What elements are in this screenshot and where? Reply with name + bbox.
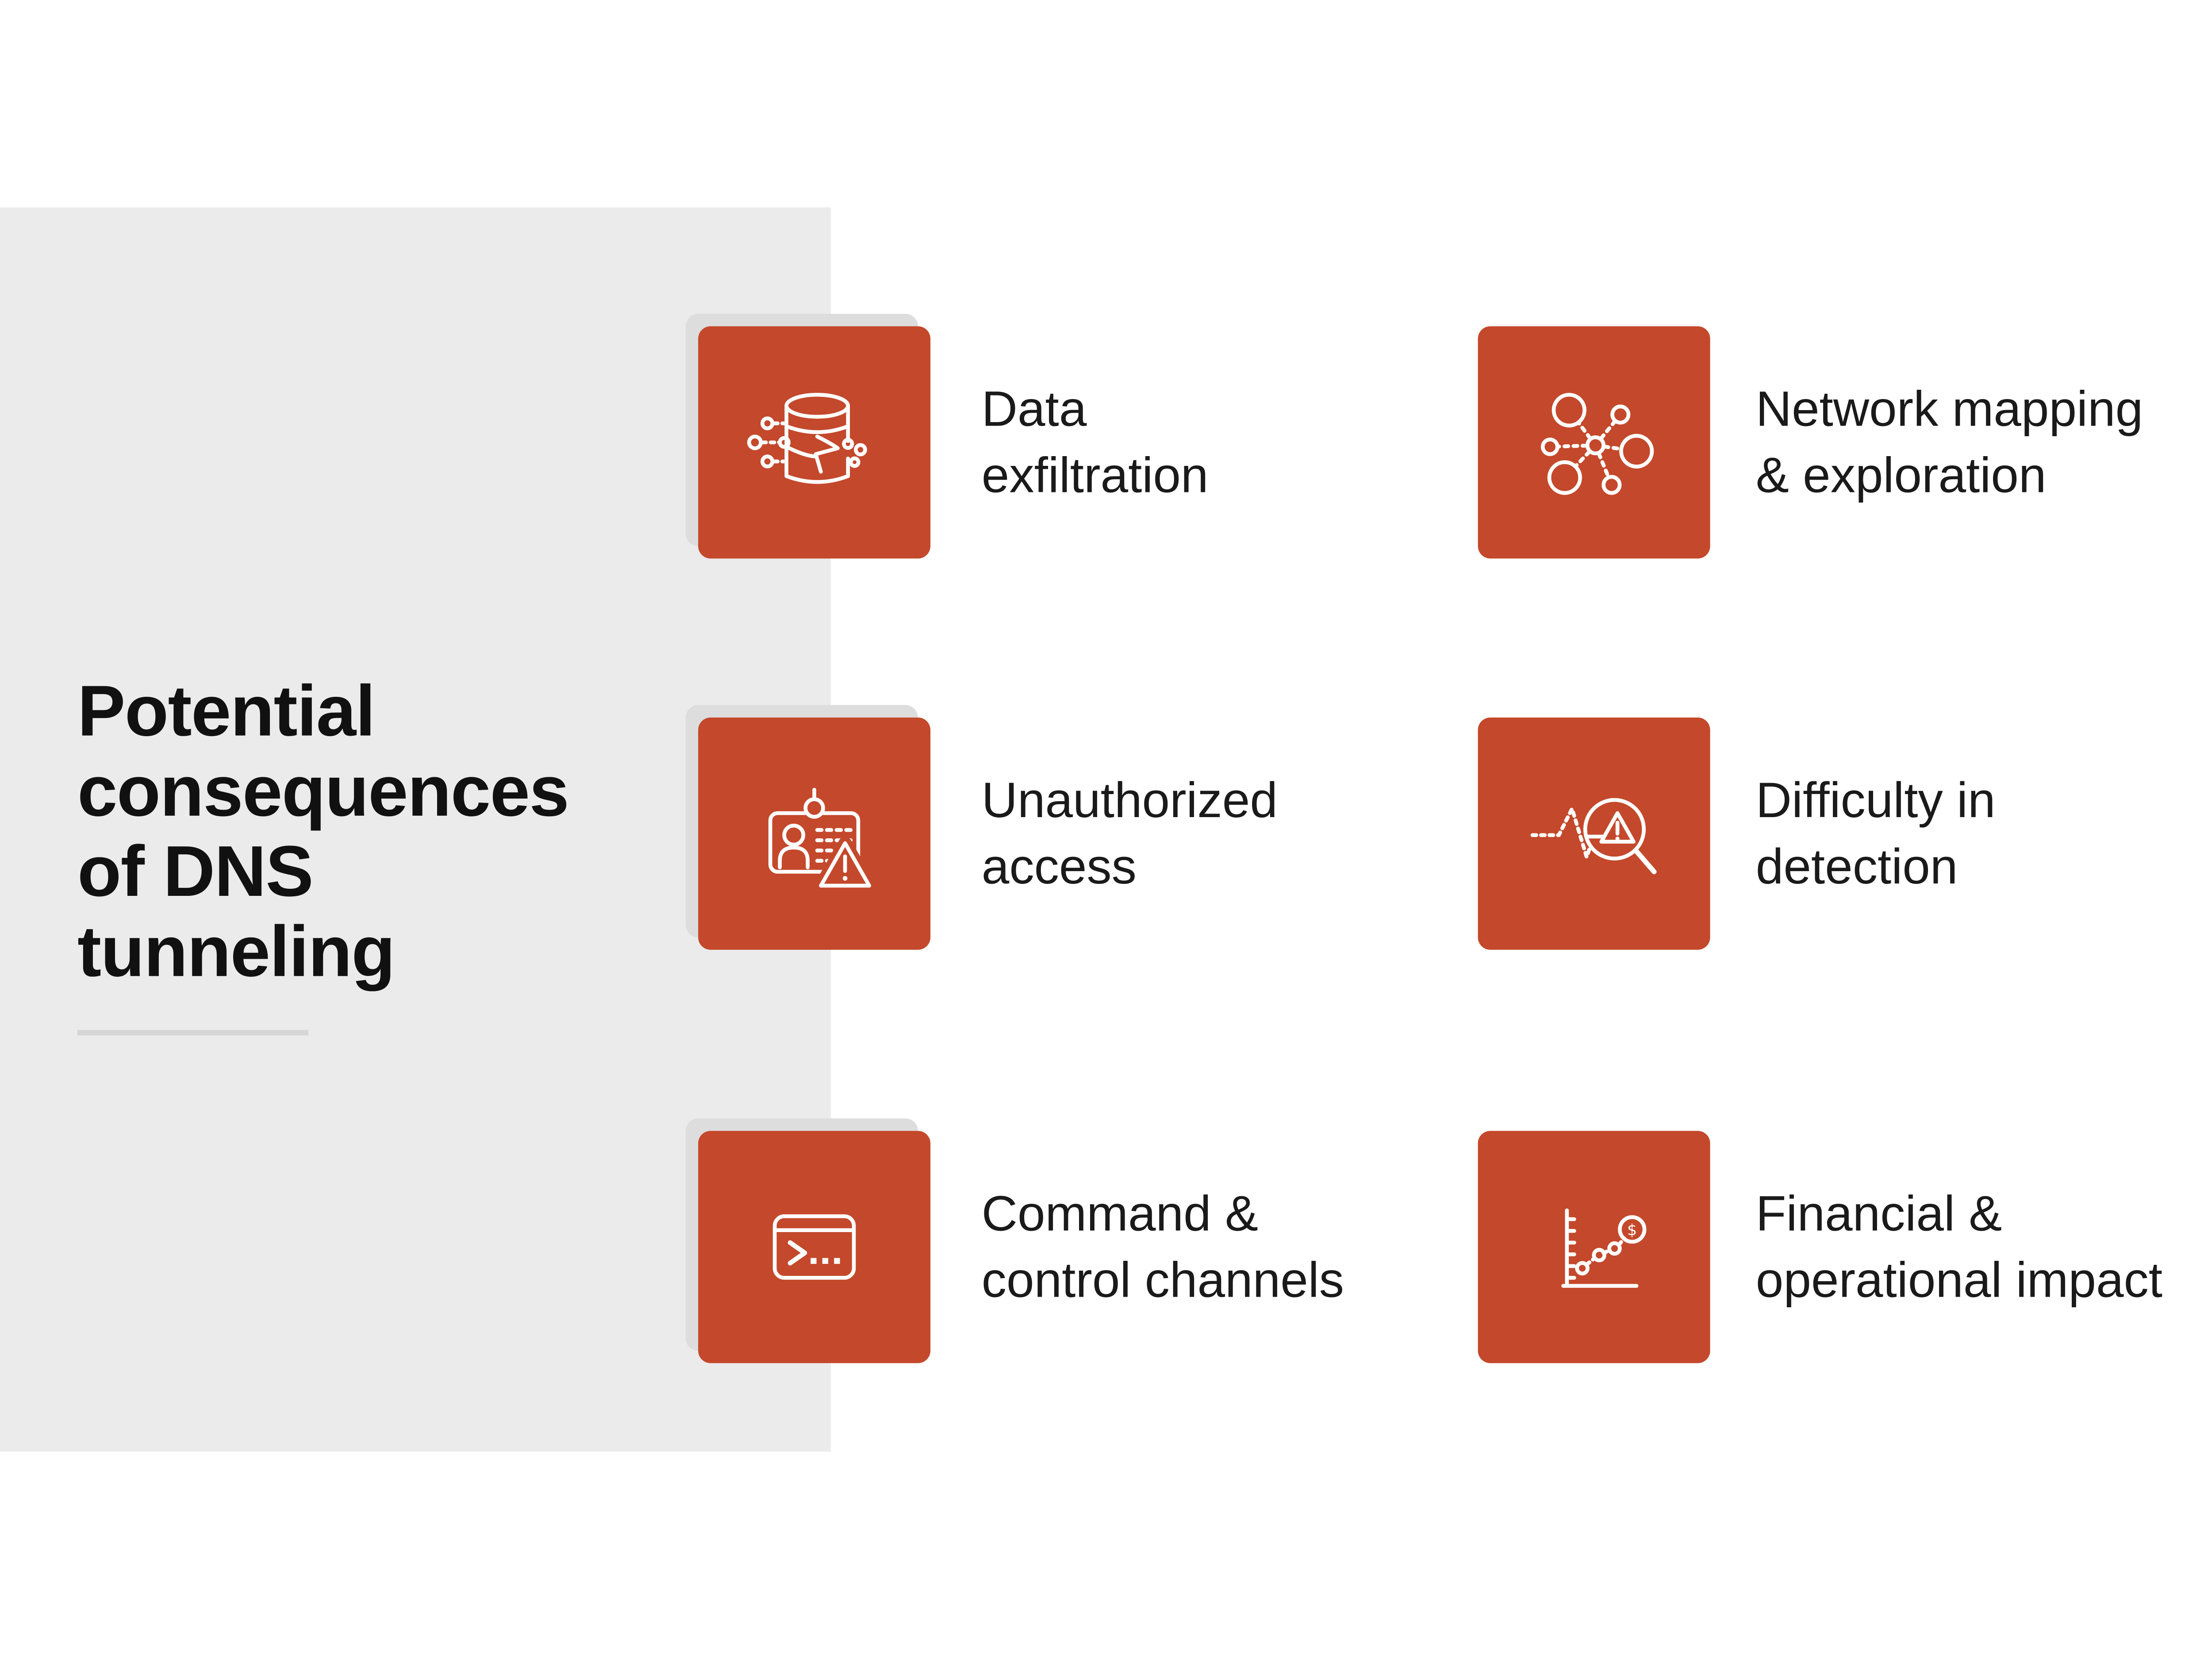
label-line: exfiltration	[981, 446, 1209, 503]
item-label: Difficulty in detection	[1756, 718, 2212, 950]
item-label: Network mapping & exploration	[1756, 326, 2212, 559]
tile-data-exfiltration	[698, 326, 931, 559]
terminal-prompt-icon	[741, 1174, 887, 1320]
item-label: Unauthorized access	[982, 718, 1438, 950]
label-line: operational impact	[1755, 1251, 2163, 1308]
label-line: Command &	[981, 1185, 1258, 1242]
tile-command-control	[698, 1131, 931, 1363]
item-label: Data exfiltration	[982, 326, 1438, 559]
magnifier-warning-icon	[1521, 760, 1667, 907]
id-badge-warning-icon	[741, 760, 887, 907]
label-line: access	[981, 837, 1137, 895]
label-line: & exploration	[1755, 446, 2047, 503]
label-line: Unauthorized	[981, 771, 1278, 828]
page-title: Potential consequences of DNS tunneling	[77, 672, 569, 993]
tile-difficulty-detection	[1478, 717, 1710, 950]
title-line: consequences	[77, 752, 569, 833]
growth-chart-dollar-icon: $	[1521, 1174, 1667, 1320]
dollar-glyph: $	[1627, 1221, 1637, 1239]
label-line: Difficulty in	[1755, 771, 1996, 828]
database-exfiltration-icon	[741, 369, 887, 515]
tile-financial-impact: $	[1478, 1131, 1710, 1363]
network-nodes-icon	[1521, 369, 1667, 515]
label-line: Financial &	[1755, 1185, 2002, 1242]
item-label: Command & control channels	[982, 1131, 1438, 1363]
title-line: of DNS	[77, 832, 314, 913]
tile-unauthorized-access	[698, 717, 931, 950]
label-line: control channels	[981, 1251, 1344, 1308]
title-divider	[77, 1030, 308, 1036]
left-panel	[0, 207, 831, 1452]
tile-network-mapping	[1478, 326, 1710, 559]
label-line: Network mapping	[1755, 380, 2143, 437]
item-label: Financial & operational impact	[1756, 1131, 2212, 1363]
slide: Potential consequences of DNS tunneling	[0, 207, 2212, 1452]
label-line: Data	[981, 380, 1087, 437]
title-line: tunneling	[77, 912, 396, 993]
title-line: Potential	[77, 672, 376, 752]
label-line: detection	[1755, 837, 1958, 895]
